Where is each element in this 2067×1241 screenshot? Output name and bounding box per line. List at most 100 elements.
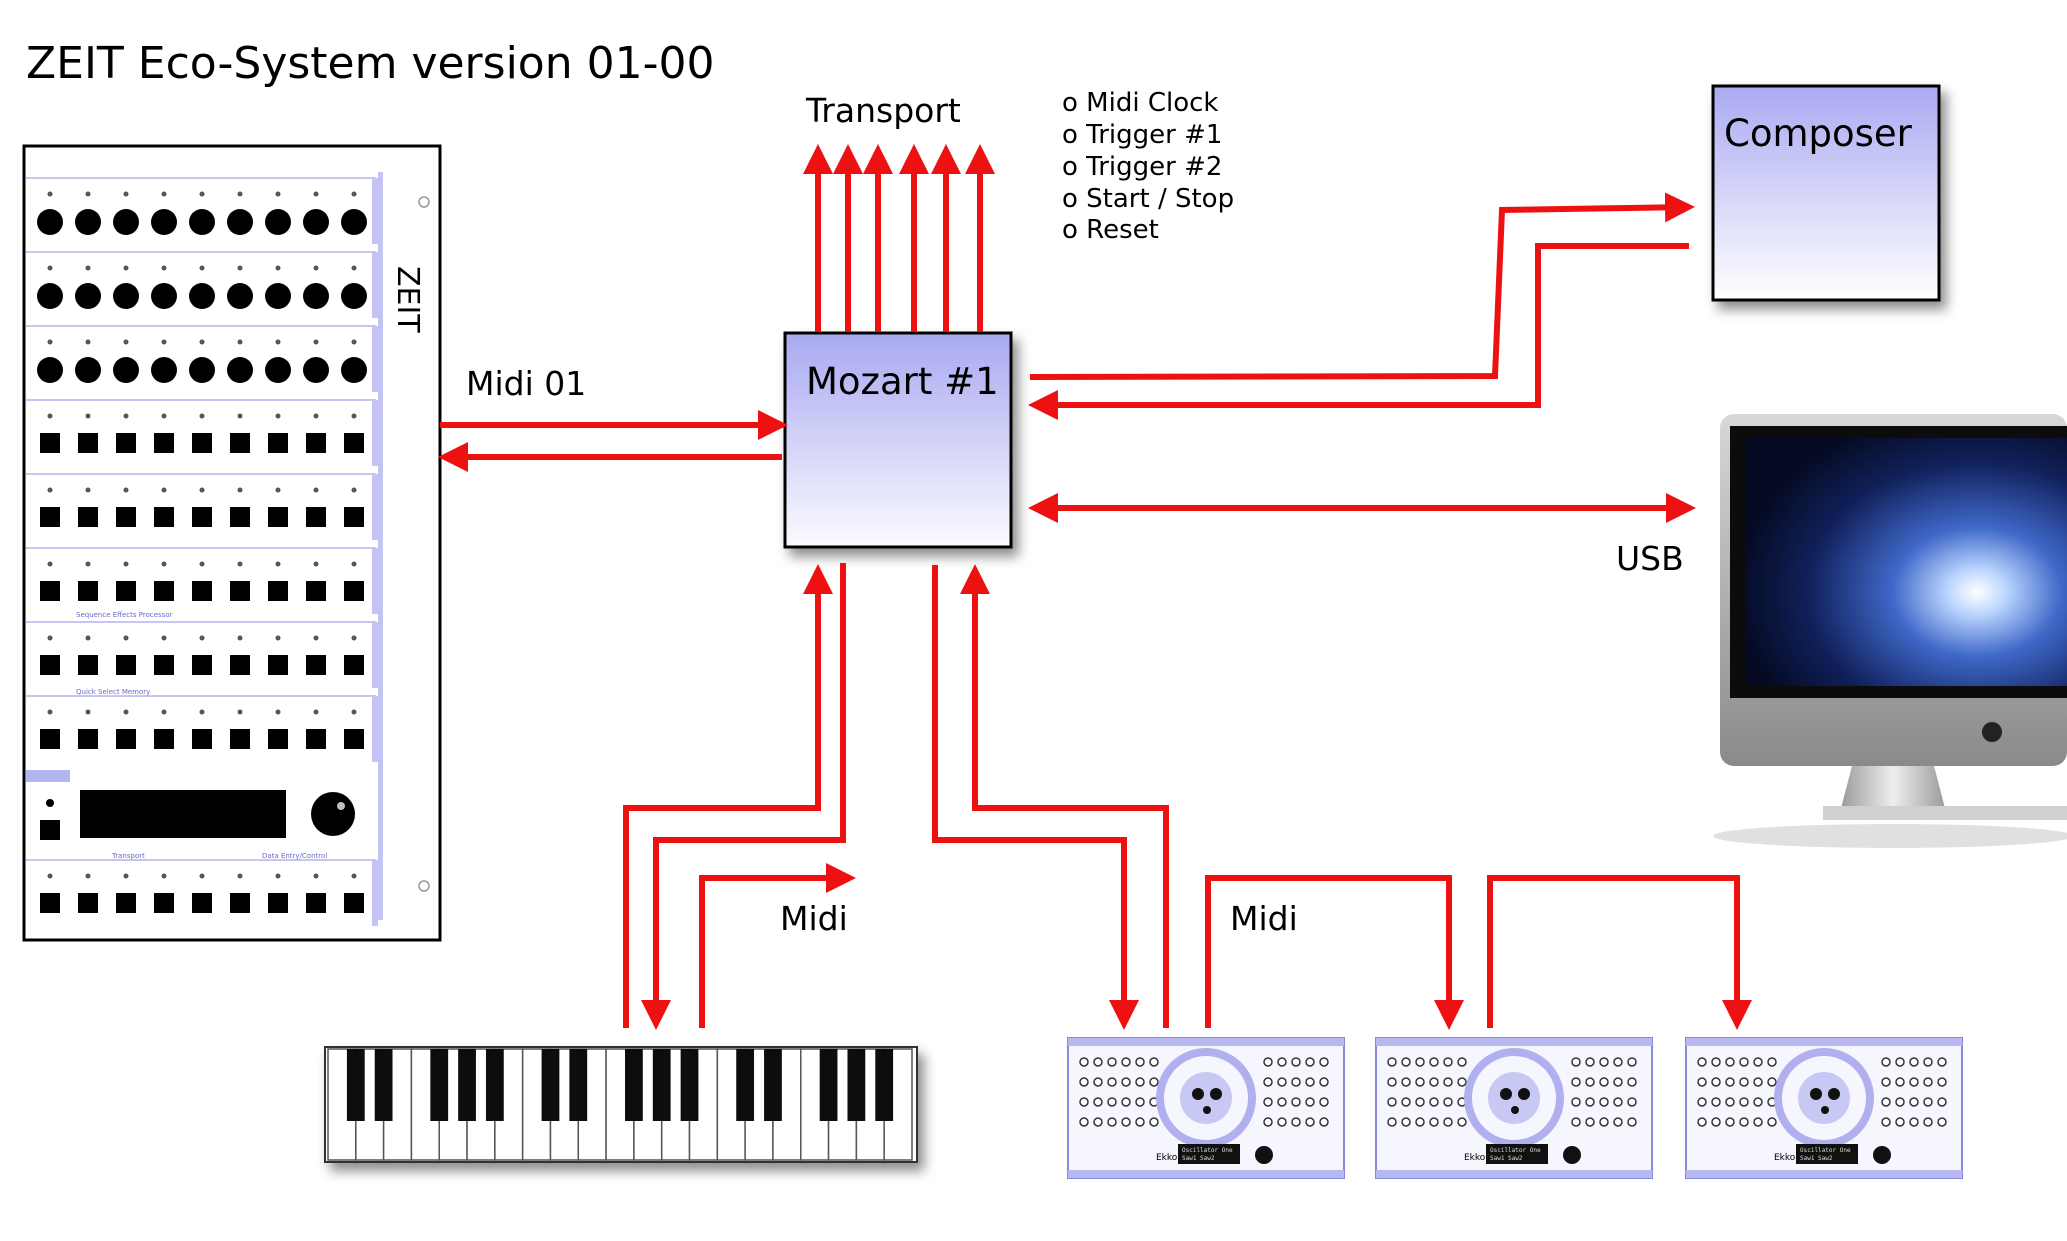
sequencer-led — [351, 873, 357, 879]
sequencer-row-edge — [372, 860, 378, 926]
sequencer-button — [306, 729, 326, 749]
composer-in-arrow — [1028, 243, 1689, 420]
sequencer-led — [351, 339, 357, 345]
module-jack — [1305, 1117, 1315, 1127]
sequencer-led — [47, 709, 53, 715]
sequencer-knob — [37, 283, 63, 309]
sequencer-led — [47, 413, 53, 419]
data-entry-knob — [311, 792, 355, 836]
diagram-title: ZEIT Eco-System version 01-00 — [26, 38, 714, 89]
module-jack — [1135, 1057, 1145, 1067]
module-jack — [1443, 1117, 1453, 1127]
sequencer-button — [192, 433, 212, 453]
mozart-hub: Mozart #1 — [783, 331, 1013, 549]
sequencer-led — [123, 635, 129, 641]
composer-label: Composer — [1724, 112, 1913, 155]
sequencer-led — [275, 873, 281, 879]
module-jack — [1697, 1097, 1707, 1107]
sequencer-section-label: Sequence Effects Processor — [76, 611, 173, 619]
module-jack — [1895, 1077, 1905, 1087]
sequencer-led — [275, 191, 281, 197]
module-jack — [1923, 1117, 1933, 1127]
module-jack — [1613, 1057, 1623, 1067]
sequencer-led — [199, 487, 205, 493]
sequencer-button — [344, 507, 364, 527]
sequencer-led — [313, 635, 319, 641]
sequencer-button — [344, 655, 364, 675]
sequencer-button — [116, 655, 136, 675]
sequencer-knob — [303, 357, 329, 383]
sequencer-led — [47, 635, 53, 641]
sequencer-led — [237, 561, 243, 567]
sequencer-knob — [113, 283, 139, 309]
midi01-label: Midi 01 — [466, 364, 586, 403]
sequencer-button — [78, 655, 98, 675]
module-dial — [1180, 1072, 1232, 1124]
module-jack — [1937, 1117, 1947, 1127]
sequencer-led — [275, 339, 281, 345]
module-jack — [1739, 1077, 1749, 1087]
module-jack — [1627, 1077, 1637, 1087]
module-display-line: Saw1 Saw2 — [1800, 1155, 1833, 1162]
module-jack — [1387, 1057, 1397, 1067]
module-jack — [1753, 1117, 1763, 1127]
module-jack — [1571, 1077, 1581, 1087]
module-to-mozart-arrow — [960, 564, 1169, 1028]
sequencer-led — [85, 561, 91, 567]
module-jack — [1909, 1117, 1919, 1127]
module-knob — [1873, 1146, 1891, 1164]
sequencer-row-edge — [372, 622, 378, 688]
piano-black-key — [875, 1049, 894, 1121]
sequencer-row-edge — [372, 548, 378, 614]
sequencer-led — [199, 191, 205, 197]
module-jack — [1725, 1057, 1735, 1067]
sequencer-led — [161, 191, 167, 197]
sequencer-display — [80, 790, 286, 838]
module-jack — [1291, 1117, 1301, 1127]
module-jack — [1135, 1117, 1145, 1127]
module-jack — [1121, 1097, 1131, 1107]
sequencer-led — [351, 191, 357, 197]
piano-black-key — [485, 1049, 504, 1121]
module-jack — [1135, 1097, 1145, 1107]
sequencer-button — [306, 581, 326, 601]
module-knob — [1828, 1088, 1840, 1100]
module-jack — [1107, 1097, 1117, 1107]
module-jack — [1725, 1097, 1735, 1107]
module-jack — [1697, 1117, 1707, 1127]
sequencer-led — [199, 873, 205, 879]
module-jack — [1923, 1097, 1933, 1107]
sequencer-led — [85, 265, 91, 271]
sequencer-led — [313, 265, 319, 271]
module-jack — [1429, 1117, 1439, 1127]
sequencer-button — [230, 655, 250, 675]
sequencer-button — [344, 729, 364, 749]
sequencer-led — [351, 635, 357, 641]
module-jack — [1895, 1057, 1905, 1067]
computer-stand — [1840, 766, 1946, 812]
sequencer-knob — [265, 283, 291, 309]
sequencer-led — [47, 487, 53, 493]
sequencer-button — [268, 433, 288, 453]
module-knob — [1518, 1088, 1530, 1100]
computer-screen — [1745, 438, 2067, 686]
sequencer-section-label: Transport — [111, 852, 145, 860]
module-jack — [1753, 1057, 1763, 1067]
sequencer-button — [154, 893, 174, 913]
piano-black-key — [541, 1049, 560, 1121]
module-jack — [1585, 1097, 1595, 1107]
sequencer-button — [306, 433, 326, 453]
sequencer-led — [313, 487, 319, 493]
sequencer-led — [275, 487, 281, 493]
transport-item: o Trigger #2 — [1062, 152, 1222, 182]
sequencer-led — [313, 561, 319, 567]
sequencer-led — [161, 487, 167, 493]
transport-item: o Trigger #1 — [1062, 120, 1222, 150]
module-jack — [1711, 1097, 1721, 1107]
sequencer-led — [313, 873, 319, 879]
module-jack — [1401, 1117, 1411, 1127]
module-jack — [1429, 1097, 1439, 1107]
